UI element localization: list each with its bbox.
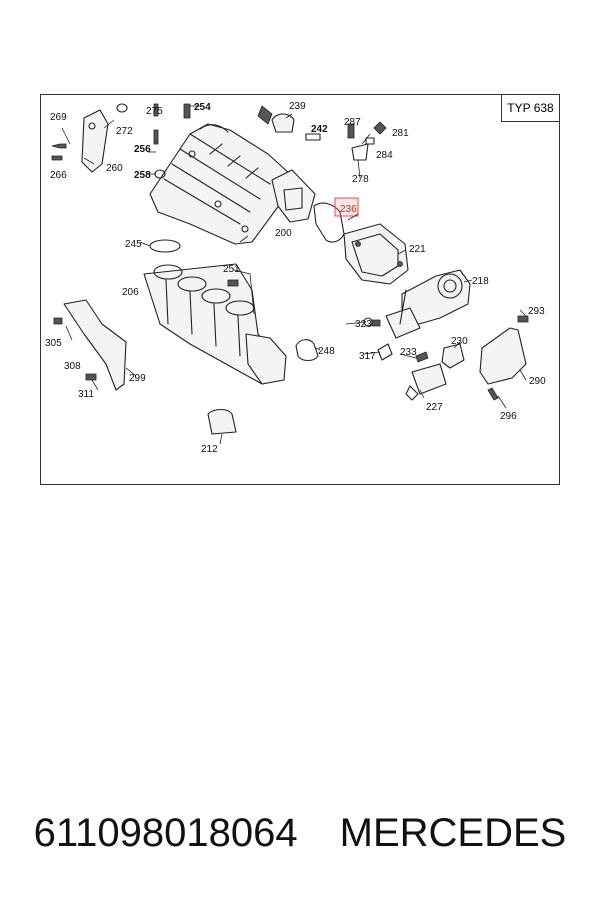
callout-266: 266 (50, 170, 67, 181)
part-number: 611098018064 (33, 810, 298, 855)
clip-278 (351, 143, 369, 161)
callout-287: 287 (344, 117, 361, 128)
gasket-248 (295, 339, 319, 362)
callout-245: 245 (125, 239, 142, 250)
brand-name: MERCEDES (339, 810, 567, 855)
bracket-299 (63, 299, 127, 391)
callout-227: 227 (426, 402, 443, 413)
callout-296: 296 (500, 411, 517, 422)
callout-275: 275 (146, 106, 163, 117)
callout-293: 293 (528, 306, 545, 317)
callout-272: 272 (116, 126, 133, 137)
pipe-227 (405, 363, 447, 401)
callout-230: 230 (451, 336, 468, 347)
callout-290: 290 (529, 376, 546, 387)
washer-275 (116, 103, 128, 113)
intake-manifold-lower (143, 263, 287, 385)
callout-284: 284 (376, 150, 393, 161)
callout-256: 256 (134, 144, 151, 155)
callout-242: 242 (311, 124, 328, 135)
highlight-box-236 (334, 197, 359, 217)
callout-317: 317 (359, 351, 376, 362)
callout-254: 254 (194, 102, 211, 113)
bracket-290 (479, 327, 527, 385)
callout-281: 281 (392, 128, 409, 139)
pin-242 (305, 133, 321, 141)
callout-248: 248 (318, 346, 335, 357)
type-label: TYP 638 (507, 101, 554, 115)
callout-305: 305 (45, 338, 62, 349)
callout-323: 323 (355, 319, 372, 330)
bracket-260 (81, 109, 109, 173)
parts-diagram-frame (40, 94, 560, 485)
throttle-body-218 (385, 269, 471, 339)
gasket-230 (441, 343, 465, 369)
leader-lines (61, 105, 527, 445)
egr-valve-221 (343, 223, 409, 285)
callout-278: 278 (352, 174, 369, 185)
callout-218: 218 (472, 276, 489, 287)
type-label-box: TYP 638 (501, 95, 559, 122)
callout-299: 299 (129, 373, 146, 384)
product-caption: 611098018064 MERCEDES (0, 808, 600, 858)
sensor-212 (207, 408, 237, 435)
bolts-group (51, 103, 529, 401)
callout-239: 239 (289, 101, 306, 112)
callout-233: 233 (400, 347, 417, 358)
o-ring-245 (149, 239, 181, 253)
callout-200: 200 (275, 228, 292, 239)
seal-317 (377, 343, 393, 361)
callout-206: 206 (122, 287, 139, 298)
washer-284 (365, 137, 375, 145)
exploded-parts-diagram: 269 275 254 239 272 242 287 281 256 284 … (45, 101, 546, 455)
callout-269: 269 (50, 112, 67, 123)
callout-236: 236 (340, 204, 357, 215)
callout-251: 251 (223, 264, 240, 275)
sensor-239 (271, 113, 295, 133)
callout-221: 221 (409, 244, 426, 255)
callout-308: 308 (64, 361, 81, 372)
callout-258: 258 (134, 170, 151, 181)
callout-260: 260 (106, 163, 123, 174)
callout-311: 311 (78, 389, 94, 400)
intake-manifold-upper (149, 123, 316, 245)
callout-212: 212 (201, 444, 218, 455)
